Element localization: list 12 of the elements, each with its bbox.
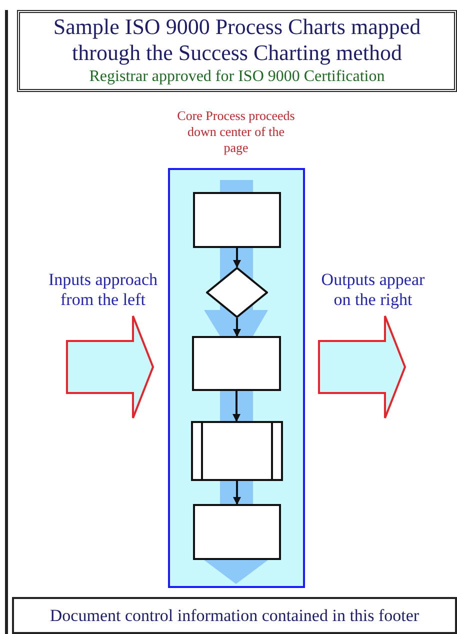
side-note: Inputs approach from the left (47, 270, 159, 310)
side-note: Outputs appear on the right (320, 270, 426, 310)
footer-text: Document control information contained in this footer (50, 604, 420, 627)
arrow (233, 481, 241, 505)
footer-box (12, 597, 457, 634)
subtitle-text: Registrar approved for ISO 9000 Certification (89, 67, 385, 87)
header-box (17, 10, 457, 92)
arrow (232, 391, 240, 422)
arrow (233, 248, 241, 268)
arrow (233, 318, 241, 337)
title-text: Sample ISO 9000 Process Charts mapped through the Success Charting method (52, 14, 422, 66)
panel-heading: Core Process proceeds down center of the page (176, 108, 296, 156)
